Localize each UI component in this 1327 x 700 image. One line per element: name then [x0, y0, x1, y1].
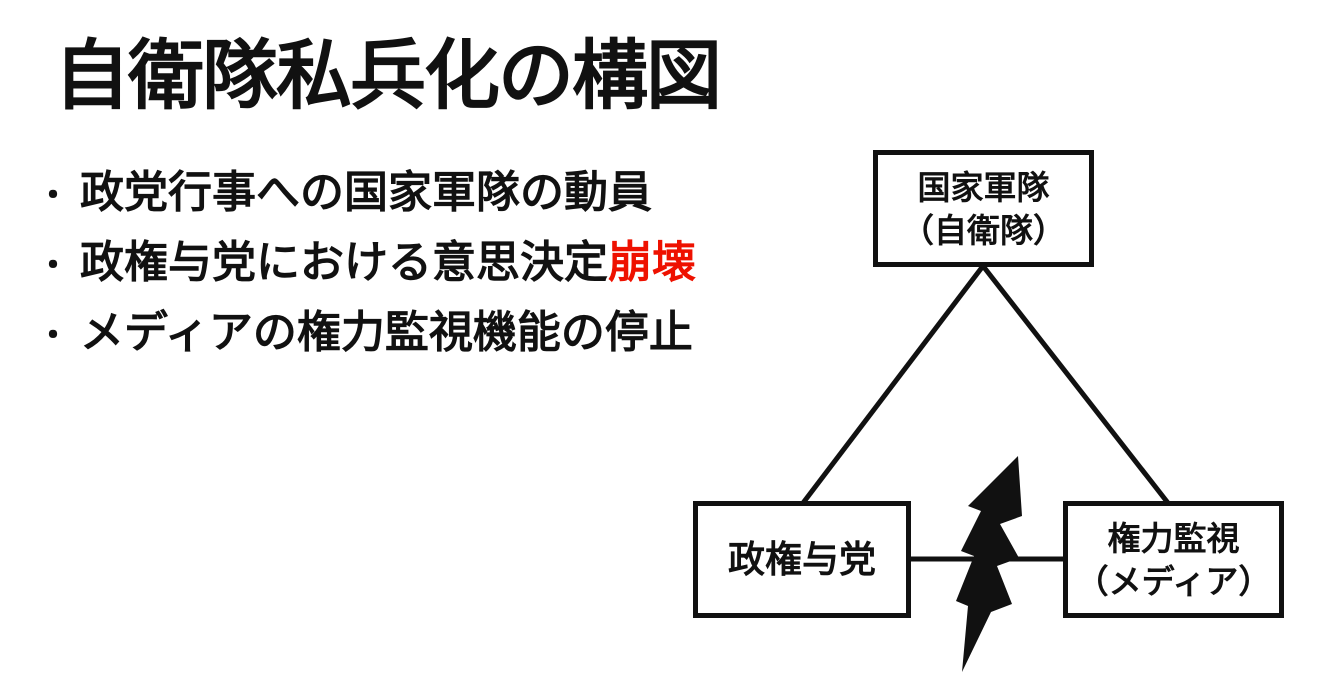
bullet-text: 政党行事への国家軍隊の動員: [80, 168, 652, 217]
diagram-node-national-army: 国家軍隊 （自衛隊）: [873, 150, 1094, 267]
node-label-line1: 権力監視: [1107, 519, 1240, 557]
bullet-marker: ・: [36, 317, 70, 355]
bullet-text: メディアの権力監視機能の停止: [80, 308, 693, 357]
bullet-item-3: ・ メディアの権力監視機能の停止: [36, 298, 696, 368]
bullet-item-2: ・ 政権与党における意思決定崩壊: [36, 228, 696, 298]
node-label-line1: 政権与党: [728, 538, 876, 580]
diagram-node-ruling-party: 政権与党: [693, 501, 911, 618]
lightning-bolt-icon: [956, 456, 1022, 672]
bullet-list: ・ 政党行事への国家軍隊の動員 ・ 政権与党における意思決定崩壊 ・ メディアの…: [36, 158, 696, 368]
node-label-line1: 国家軍隊: [917, 168, 1050, 206]
diagram-node-media-watchdog: 権力監視 （メディア）: [1063, 501, 1284, 618]
page-title: 自衛隊私兵化の構図: [54, 34, 722, 119]
node-label-line2: （自衛隊）: [901, 211, 1066, 249]
edge-army-party: [801, 264, 985, 505]
bullet-highlight-red: 崩壊: [608, 238, 696, 287]
bullet-item-1: ・ 政党行事への国家軍隊の動員: [36, 158, 696, 228]
node-label-line2: （メディア）: [1075, 562, 1272, 600]
bullet-marker: ・: [36, 247, 70, 285]
edge-army-media: [981, 264, 1170, 505]
bullet-text: 政権与党における意思決定: [80, 238, 608, 287]
bullet-marker: ・: [36, 177, 70, 215]
